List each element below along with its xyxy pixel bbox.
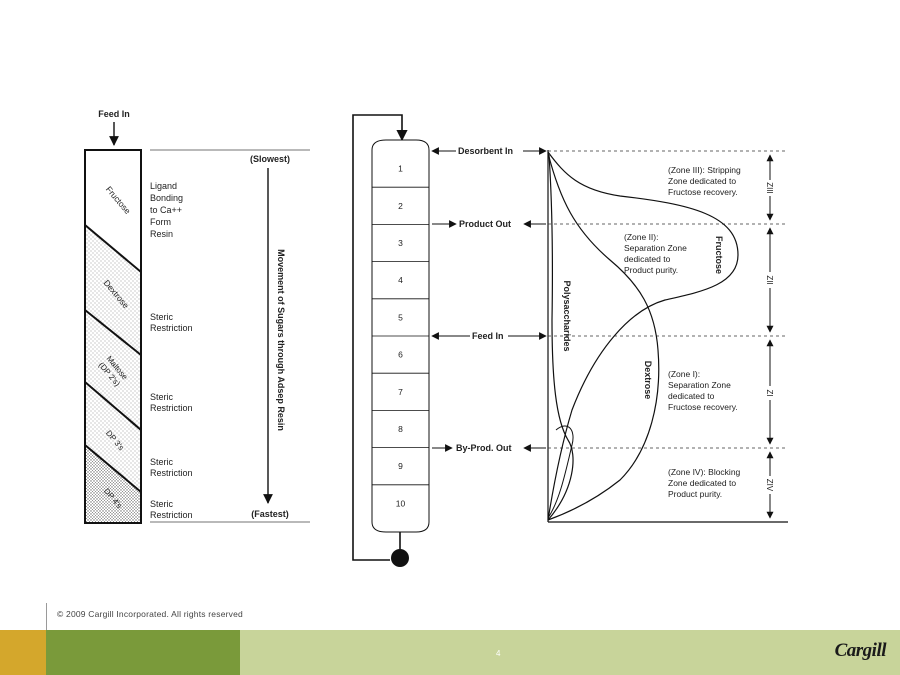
zone2-marker: ZII [765,275,774,284]
bonding-line-5: Resin [150,229,173,239]
zone-descriptions: (Zone III): Stripping Zone dedicated to … [624,165,741,499]
dextrose-curve-label: Dextrose [643,361,653,400]
fructose-curve [547,151,739,521]
zone1-line-2: Separation Zone [668,380,731,390]
footer-gold-block [0,630,46,675]
polysaccharides-curve [547,154,574,521]
by-prod-out-label: By-Prod. Out [456,443,512,453]
steric-3-line-1: Steric [150,457,174,467]
zone4-line-3: Product purity. [668,489,722,499]
zone4-line-1: (Zone IV): Blocking [668,467,741,477]
zone4-marker-bg [764,476,776,494]
column-cell-label: 7 [398,387,403,397]
zone2-marker-bg [764,272,776,288]
zone3-marker: ZIII [765,182,774,194]
zone1-line-3: dedicated to [668,391,715,401]
recycle-loop [352,114,409,567]
zone4-line-2: Zone dedicated to [668,478,736,488]
zone1-line-4: Fructose recovery. [668,402,738,412]
column-cell-label: 9 [398,461,403,471]
fructose-tail [547,425,574,519]
footer-light-block: 4 Cargill [240,630,900,675]
zone3-line-2: Zone dedicated to [668,176,736,186]
dp3-band [85,382,141,492]
column-cell-label: 4 [398,275,403,285]
zone3-line-3: Fructose recovery. [668,187,738,197]
desorbent-in-label: Desorbent In [458,146,513,156]
band-divider-4 [84,444,142,493]
fructose-band [85,150,141,272]
column-cell-label: 1 [398,164,403,174]
feed-in-top-label: Feed In [98,109,130,119]
product-out-label: Product Out [459,219,511,229]
maltose-band [85,310,141,430]
zone1-marker: ZI [765,389,774,396]
copyright-notice: © 2009 Cargill Incorporated. All rights … [57,609,243,619]
dp4-band [85,445,141,523]
resin-bar-outline [84,149,142,524]
zone4-marker: ZIV [765,479,774,492]
bonding-line-2: Bonding [150,193,183,203]
zone-markers: ZIII ZII ZI ZIV [764,154,776,519]
fastest-label: (Fastest) [251,509,289,519]
dextrose-band [85,225,141,355]
fructose-curve-label: Fructose [714,236,724,274]
cargill-logo: Cargill [834,640,887,661]
movement-indicator: (Slowest) (Fastest) Movement of Sugars t… [150,149,310,523]
steric-4-line-1: Steric [150,499,174,509]
steric-4-line-2: Restriction [150,510,193,520]
footer-bar: 4 Cargill [0,630,900,675]
zone1-marker-bg [764,386,776,400]
zone2-line-1: (Zone II): [624,232,658,242]
band-divider-1 [84,224,142,273]
bonding-line-1: Ligand [150,181,177,191]
zone3-marker-bg [764,180,776,196]
footer-divider [46,603,47,630]
zone2-line-2: Separation Zone [624,243,687,253]
feed-in-label-group: Feed In [98,109,130,146]
column-cell-label: 6 [398,350,403,360]
recycle-pump [391,549,409,567]
band-divider-3 [84,381,142,431]
column-cell-label: 3 [398,238,403,248]
steric-1-line-2: Restriction [150,323,193,333]
zone3-line-1: (Zone III): Stripping [668,165,741,175]
polysaccharides-curve-label: Polysaccharides [562,280,572,351]
footer-green-block [46,630,240,675]
resin-bar: Fructose Dextrose Maltose(DP 2's) DP 3's… [84,149,142,524]
steric-2-line-1: Steric [150,392,174,402]
steric-1-line-1: Steric [150,312,174,322]
column-cell-label: 5 [398,312,403,322]
profile-plot: Fructose Polysaccharides Dextrose [547,150,788,523]
column-cells: 1 2 3 4 5 6 7 8 9 10 [372,164,429,508]
bonding-line-4: Form [150,217,171,227]
dextrose-curve [547,152,660,521]
recycle-line [352,114,408,561]
zone1-line-1: (Zone I): [668,369,700,379]
column-cell-label: 8 [398,424,403,434]
bonding-line-3: to Ca++ [150,205,182,215]
column-cell-label: 10 [396,498,406,508]
zone2-line-3: dedicated to [624,254,671,264]
page-number: 4 [496,649,501,658]
column-cell-label: 2 [398,201,403,211]
steric-2-line-2: Restriction [150,403,193,413]
column-ports: Desorbent In Product Out Feed In By-Prod… [431,146,547,453]
feed-in-column-label: Feed In [472,331,504,341]
sugar-separation-diagram: Feed In Fructose Dextrose Maltose(DP 2's… [84,109,788,567]
slowest-label: (Slowest) [250,154,290,164]
column: 1 2 3 4 5 6 7 8 9 10 [371,139,430,533]
zone2-line-4: Product purity. [624,265,678,275]
steric-3-line-2: Restriction [150,468,193,478]
band-divider-2 [84,309,142,356]
movement-label: Movement of Sugars through Adsep Resin [276,249,286,431]
resin-descriptions: Ligand Bonding to Ca++ Form Resin Steric… [150,181,193,520]
